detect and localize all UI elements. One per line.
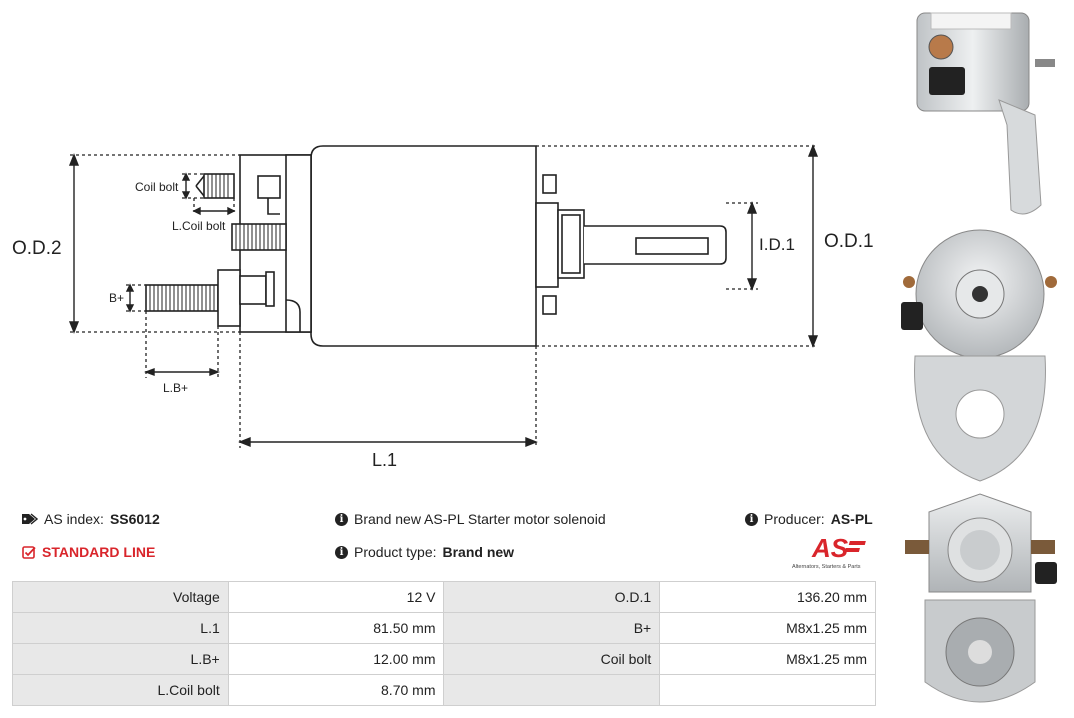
spec-label: L.B+: [12, 643, 229, 675]
as-index-label: AS index:: [44, 511, 104, 527]
info-icon: i: [745, 512, 758, 526]
standard-line-label: STANDARD LINE: [42, 544, 156, 560]
table-row: L.1 81.50 mm B+ M8x1.25 mm: [12, 612, 876, 644]
spec-label: B+: [443, 612, 661, 644]
spec-label: O.D.1: [443, 581, 661, 613]
as-index-value: SS6012: [109, 511, 160, 527]
od2-label: O.D.2: [12, 238, 62, 259]
product-description: i Brand new AS-PL Starter motor solenoid: [335, 511, 606, 527]
producer-value: AS-PL: [830, 511, 873, 527]
standard-line-badge: STANDARD LINE: [22, 544, 155, 560]
specs-table: Voltage 12 V O.D.1 136.20 mm L.1 81.50 m…: [12, 581, 876, 706]
as-logo-mark: AS Alternators, Starters & Parts: [792, 533, 866, 570]
bplus-label: B+: [109, 291, 124, 305]
spec-value: 136.20 mm: [659, 581, 876, 613]
description-text: Brand new AS-PL Starter motor solenoid: [354, 511, 606, 527]
spec-label: [443, 674, 661, 706]
producer: i Producer: AS-PL: [745, 511, 873, 527]
producer-label: Producer:: [764, 511, 825, 527]
spec-label: Coil bolt: [443, 643, 661, 675]
lb-label: L.B+: [163, 381, 188, 395]
product-type-label: Product type:: [354, 544, 437, 560]
spec-label: L.Coil bolt: [12, 674, 229, 706]
table-row: L.Coil bolt 8.70 mm: [12, 674, 876, 706]
product-photo-side: [916, 12, 1055, 215]
info-icon: i: [335, 545, 348, 559]
table-row: Voltage 12 V O.D.1 136.20 mm: [12, 581, 876, 613]
check-square-icon: [22, 546, 36, 559]
spec-value: [659, 674, 876, 706]
spec-value: M8x1.25 mm: [659, 643, 876, 675]
spec-value: 81.50 mm: [227, 612, 445, 644]
product-photo-front: [901, 229, 1057, 482]
product-type: i Product type: Brand new: [335, 544, 514, 560]
svg-text:Alternators, Starters & Parts: Alternators, Starters & Parts: [792, 564, 861, 570]
spec-value: 12 V: [227, 581, 445, 613]
coil-bolt-label: Coil bolt: [135, 180, 179, 194]
spec-value: 12.00 mm: [227, 643, 445, 675]
svg-text:AS: AS: [811, 533, 849, 563]
l-coil-bolt-label: L.Coil bolt: [172, 219, 226, 233]
solenoid-dimension-drawing: O.D.2 O.D.1 I.D.1 L.1 L.B+ B+ Coil bolt …: [12, 144, 874, 470]
product-type-value: Brand new: [442, 544, 515, 560]
table-row: L.B+ 12.00 mm Coil bolt M8x1.25 mm: [12, 643, 876, 675]
as-index: AS index: SS6012: [22, 511, 160, 527]
l1-label: L.1: [372, 450, 397, 470]
product-photo-rear: [905, 493, 1057, 703]
od1-label: O.D.1: [824, 231, 874, 252]
spec-label: L.1: [12, 612, 229, 644]
id1-label: I.D.1: [759, 235, 795, 254]
info-icon: i: [335, 512, 348, 526]
tags-icon: [22, 513, 38, 525]
spec-label: Voltage: [12, 581, 229, 613]
spec-value: 8.70 mm: [227, 674, 445, 706]
spec-value: M8x1.25 mm: [659, 612, 876, 644]
as-pl-logo: AS Alternators, Starters & Parts: [790, 533, 878, 571]
